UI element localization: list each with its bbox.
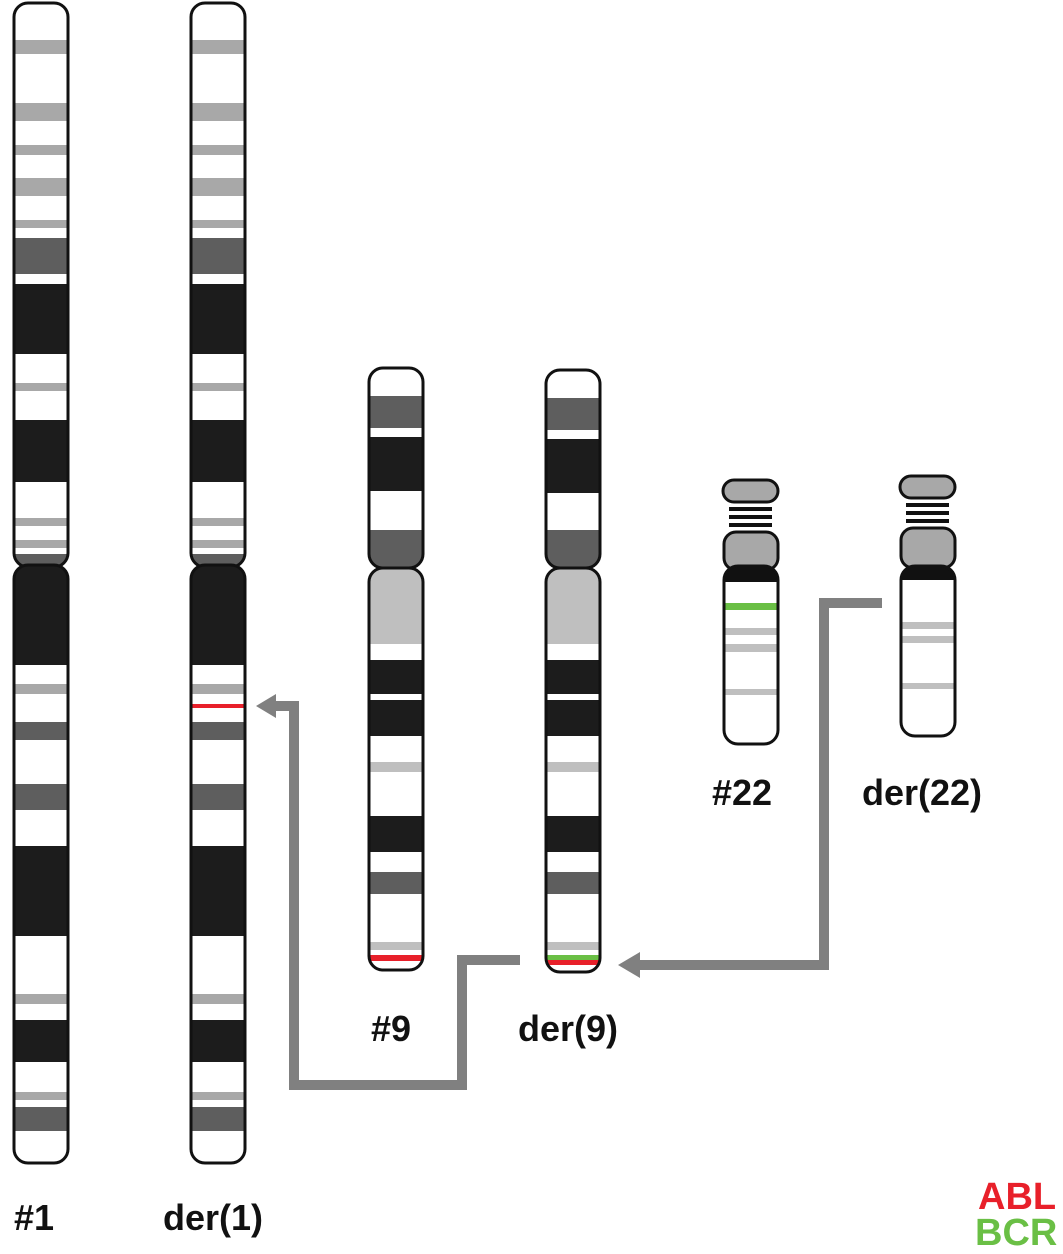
label-chr9: #9 — [371, 1008, 412, 1049]
chromosome-22 — [721, 478, 780, 746]
bcr-marker-der9 — [546, 955, 600, 960]
abl-marker-9 — [369, 955, 423, 961]
legend-bcr: BCR — [975, 1212, 1058, 1254]
bcr-marker-22 — [724, 603, 778, 610]
arrowhead-der1 — [256, 694, 276, 718]
label-der9: der(9) — [518, 1008, 619, 1049]
legend-abl: ABL — [978, 1176, 1057, 1218]
arrowhead-der9 — [618, 952, 640, 978]
chromosome-der-1 — [189, 1, 247, 1165]
translocation-arrow-der9-to-der1 — [268, 701, 520, 1090]
label-chr1: #1 — [14, 1197, 55, 1238]
label-der22: der(22) — [862, 772, 983, 813]
abl-marker-der1 — [191, 704, 245, 708]
chromosome-der-22 — [898, 474, 957, 738]
translocation-arrow-der22-to-der9 — [636, 598, 882, 970]
abl-marker-der9 — [546, 960, 600, 965]
label-der1: der(1) — [163, 1197, 264, 1238]
label-chr22: #22 — [712, 772, 773, 813]
chromosome-der-9 — [544, 368, 602, 974]
chromosome-1 — [12, 1, 70, 1165]
chromosome-9 — [367, 366, 425, 972]
